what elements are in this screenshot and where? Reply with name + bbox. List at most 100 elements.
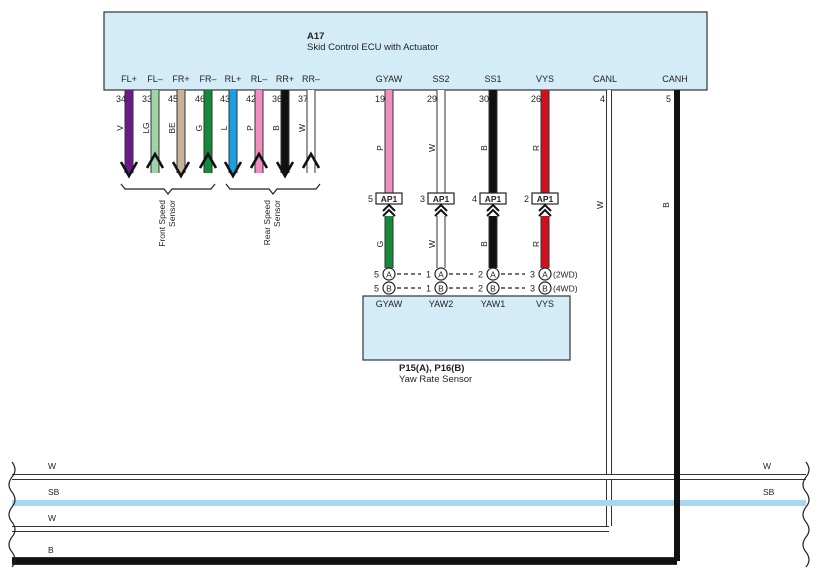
speed-wire-color-7: W [297, 124, 307, 132]
junction-label-0: AP1 [381, 194, 398, 204]
chevron-up-icon [382, 208, 396, 217]
front-sensor-label-1: Sensor [167, 200, 177, 227]
pin-num-6: 36 [272, 94, 282, 104]
arrow-up-icon [145, 151, 165, 169]
bus-label-right-1: SB [763, 487, 775, 497]
junction-pin-2: 4 [472, 194, 477, 204]
arrow-up-icon [301, 151, 321, 169]
chevron-up-icon [486, 208, 500, 217]
pin-num-0: 34 [116, 94, 126, 104]
sensor-pin-name-top-2: YAW1 [481, 299, 506, 309]
connector-a-circle-3 [538, 267, 552, 281]
break-mark-left [8, 461, 16, 568]
arrow-up-icon [198, 151, 218, 169]
sensor-pin-name-top-0: GYAW [376, 299, 403, 309]
signal-wire-color-top-3: R [531, 145, 541, 151]
ecu-name: Skid Control ECU with Actuator [307, 42, 438, 53]
can-num-1: 5 [666, 94, 671, 104]
bus-label-right-0: W [763, 461, 771, 471]
pin-name-0: FL+ [121, 74, 137, 84]
pin-num-3: 46 [195, 94, 205, 104]
pin-num-1: 33 [142, 94, 152, 104]
connector-a-letter-1: A [438, 270, 444, 280]
signal-num-2: 30 [479, 94, 489, 104]
front-sensor-brace [120, 183, 216, 195]
connector-a-letter-2: A [490, 270, 496, 280]
pin-num-2: 45 [168, 94, 178, 104]
bus-label-left-3: B [48, 545, 54, 555]
junction-pin-3: 2 [524, 194, 529, 204]
junction-label-1: AP1 [433, 194, 450, 204]
junction-pin-0: 5 [368, 194, 373, 204]
pin-name-2: FR+ [172, 74, 189, 84]
pin-name-7: RR– [302, 74, 320, 84]
chevron-up-icon [538, 208, 552, 217]
rear-sensor-label-0: Rear Speed [262, 200, 272, 246]
rear-sensor-label-1: Sensor [272, 200, 282, 227]
speed-wire-color-4: L [219, 125, 229, 130]
yaw-sensor-box [362, 295, 571, 361]
connector-b-letter-1: B [438, 284, 444, 294]
signal-wire-color-bot-2: B [479, 241, 489, 247]
speed-wire-color-5: P [245, 125, 255, 131]
signal-wire-color-top-2: B [479, 145, 489, 151]
rear-sensor-brace [225, 183, 321, 195]
signal-num-1: 29 [427, 94, 437, 104]
canl-wire-color: W [595, 201, 605, 209]
ecu-code: A17 [307, 31, 324, 42]
connector-a-letter-3: A [542, 270, 548, 280]
can-num-0: 4 [600, 94, 605, 104]
pin-name-3: FR– [199, 74, 216, 84]
pin-num-7: 37 [298, 94, 308, 104]
can-name-1: CANH [662, 74, 688, 84]
arrow-down-icon [119, 161, 139, 179]
connector-a-pin-3: 3 [530, 270, 535, 280]
junction-label-3: AP1 [537, 194, 554, 204]
can-name-0: CANL [593, 74, 617, 84]
sensor-pin-name-top-1: YAW2 [429, 299, 454, 309]
arrow-up-icon [249, 151, 269, 169]
connector-b-pin-0: 5 [374, 284, 379, 294]
connector-b-letter-2: B [490, 284, 496, 294]
front-sensor-label-0: Front Speed [157, 200, 167, 247]
chevron-up-icon [434, 203, 448, 212]
mode-4wd: (4WD) [553, 284, 578, 294]
speed-wire-color-6: B [271, 125, 281, 131]
pin-name-4: RL+ [225, 74, 242, 84]
connector-b-pin-2: 2 [478, 284, 483, 294]
signal-wire-color-top-0: P [375, 145, 385, 151]
chevron-up-icon [434, 208, 448, 217]
bus-label-left-2: W [48, 513, 56, 523]
connector-b-circle-2 [486, 281, 500, 295]
canh-wire-color: B [661, 202, 671, 208]
arrow-down-icon [171, 161, 191, 179]
bus-label-left-1: SB [48, 487, 60, 497]
signal-num-3: 26 [531, 94, 541, 104]
pin-num-4: 43 [220, 94, 230, 104]
pin-num-5: 42 [246, 94, 256, 104]
signal-name-1: SS2 [432, 74, 449, 84]
sensor-name: Yaw Rate Sensor [399, 374, 472, 385]
arrow-down-icon [275, 161, 295, 179]
pin-name-6: RR+ [276, 74, 294, 84]
speed-wire-color-2: BE [167, 122, 177, 134]
ecu-box [103, 11, 708, 91]
junction-pin-1: 3 [420, 194, 425, 204]
chevron-up-icon [382, 203, 396, 212]
connector-b-circle-0 [382, 281, 396, 295]
connector-b-pin-1: 1 [426, 284, 431, 294]
pin-name-1: FL– [147, 74, 163, 84]
speed-wire-color-1: LG [141, 122, 151, 133]
signal-name-3: VYS [536, 74, 554, 84]
connector-b-circle-1 [434, 281, 448, 295]
connector-a-circle-1 [434, 267, 448, 281]
speed-wire-color-3: G [194, 125, 204, 132]
chevron-up-icon [538, 203, 552, 212]
break-mark-right [802, 461, 810, 568]
junction-label-2: AP1 [485, 194, 502, 204]
connector-a-circle-0 [382, 267, 396, 281]
signal-name-2: SS1 [484, 74, 501, 84]
connector-b-letter-3: B [542, 284, 548, 294]
connector-a-pin-0: 5 [374, 270, 379, 280]
